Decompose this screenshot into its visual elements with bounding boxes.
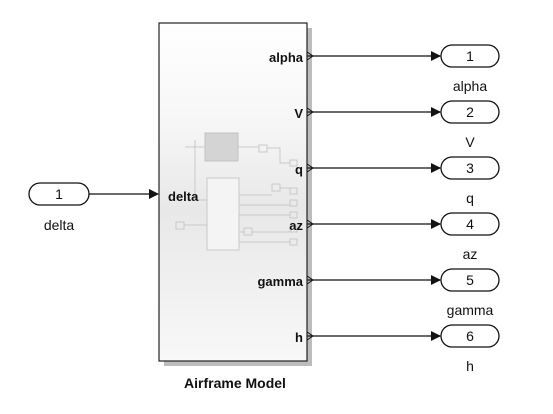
inport-delta[interactable]: 1 bbox=[28, 182, 90, 206]
outport-6-shape[interactable] bbox=[440, 324, 500, 348]
output-port-label-az: az bbox=[289, 218, 303, 233]
outport-3-shape[interactable] bbox=[440, 156, 500, 180]
output-port-labels: alpha V q az gamma h bbox=[257, 50, 303, 345]
inport-label: delta bbox=[44, 217, 75, 233]
output-port-label-v: V bbox=[294, 106, 303, 121]
outport-1-number: 1 bbox=[466, 48, 474, 64]
outport-3[interactable]: 3 q bbox=[307, 156, 500, 206]
outport-4-number: 4 bbox=[466, 216, 474, 232]
outport-6[interactable]: 6 h bbox=[307, 324, 500, 374]
output-port-label-h: h bbox=[295, 330, 303, 345]
output-port-label-q: q bbox=[295, 162, 303, 177]
outport-6-label: h bbox=[466, 358, 474, 374]
outport-2[interactable]: 2 V bbox=[307, 100, 500, 150]
subsystem-preview-graphic bbox=[175, 132, 298, 251]
outport-4-label: az bbox=[463, 246, 478, 262]
outport-2-label: V bbox=[465, 134, 475, 150]
outport-5[interactable]: 5 gamma bbox=[307, 268, 500, 318]
outport-4[interactable]: 4 az bbox=[307, 212, 500, 262]
inport-number: 1 bbox=[55, 186, 63, 202]
outport-1-label: alpha bbox=[453, 78, 487, 94]
output-port-label-gamma: gamma bbox=[257, 274, 303, 289]
airframe-model-block[interactable]: delta alpha V q az gamma h bbox=[158, 22, 314, 366]
outport-3-label: q bbox=[466, 190, 474, 206]
outport-4-shape[interactable] bbox=[440, 212, 500, 236]
block-title: Airframe Model bbox=[184, 375, 286, 391]
outport-1-shape[interactable] bbox=[440, 44, 500, 68]
outport-5-label: gamma bbox=[447, 302, 494, 318]
outport-3-number: 3 bbox=[466, 160, 474, 176]
input-port-label: delta bbox=[168, 189, 199, 204]
outport-5-number: 5 bbox=[466, 272, 474, 288]
outport-2-shape[interactable] bbox=[440, 100, 500, 124]
outport-6-number: 6 bbox=[466, 328, 474, 344]
outport-5-shape[interactable] bbox=[440, 268, 500, 292]
outport-2-number: 2 bbox=[466, 104, 474, 120]
output-port-label-alpha: alpha bbox=[269, 50, 304, 65]
outport-1[interactable]: 1 alpha bbox=[307, 44, 500, 94]
